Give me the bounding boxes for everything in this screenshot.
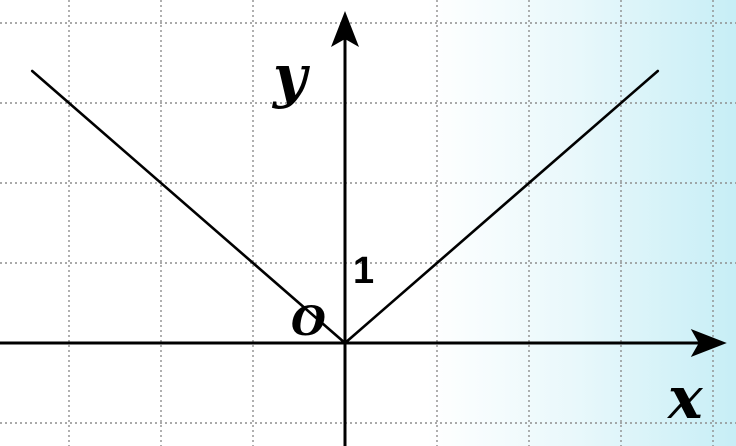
- origin-label: O: [291, 298, 326, 345]
- absolute-value-line: [30, 69, 660, 345]
- x-axis-label: x: [666, 364, 704, 432]
- axes: [0, 11, 727, 446]
- y-axis-arrow-icon: [331, 11, 359, 47]
- graph-series: [30, 69, 660, 345]
- y-tick-label: 1: [353, 250, 374, 292]
- labels: y x O 1: [271, 42, 704, 432]
- x-axis-arrow-icon: [690, 329, 727, 357]
- y-axis-label: y: [271, 42, 311, 110]
